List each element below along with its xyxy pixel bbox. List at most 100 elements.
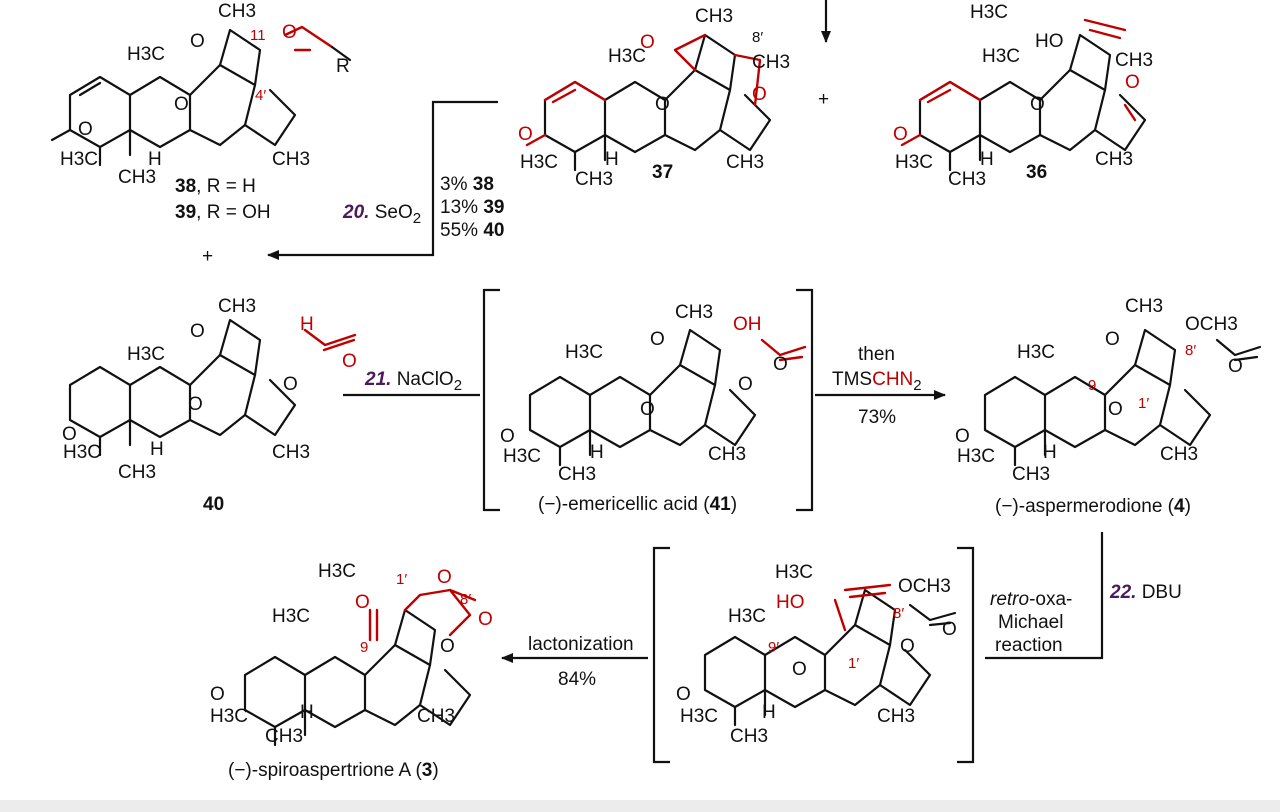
yield-73: 73% bbox=[858, 407, 896, 428]
bracket-right-41 bbox=[796, 288, 814, 512]
atom-o-enone: O bbox=[62, 424, 77, 445]
atom-h3c: H3C bbox=[60, 149, 98, 170]
atom-h-aldehyde: H bbox=[300, 314, 314, 335]
atom-ch3: CH3 bbox=[695, 6, 733, 27]
structure-38-39 bbox=[50, 25, 352, 167]
atom-h3c: H3C bbox=[957, 446, 995, 467]
atom-h: H bbox=[590, 442, 604, 463]
atom-o-enone: O bbox=[78, 119, 93, 140]
atom-o-ketone: O bbox=[738, 374, 753, 395]
label-37: 37 bbox=[652, 162, 673, 183]
locant-8prime: 8′ bbox=[460, 591, 471, 608]
atom-h: H bbox=[300, 702, 314, 723]
bracket-left-41 bbox=[482, 288, 500, 512]
atom-ho: HO bbox=[1035, 31, 1064, 52]
tmschn2-label: TMSCHN2 bbox=[832, 369, 922, 394]
plus-sign: + bbox=[818, 89, 829, 110]
atom-h3c: H3C bbox=[982, 46, 1020, 67]
atom-o-aldehyde: O bbox=[342, 351, 357, 372]
atom-o-enone-red: O bbox=[518, 124, 533, 145]
label-4: (−)-aspermerodione (4) bbox=[995, 496, 1191, 517]
atom-h: H bbox=[762, 702, 776, 723]
locant-8prime: 8′ bbox=[752, 29, 763, 46]
atom-h3c: H3C bbox=[127, 344, 165, 365]
yield-84: 84% bbox=[558, 669, 596, 690]
atom-ho-red: HO bbox=[776, 592, 805, 613]
atom-h3c: H3C bbox=[775, 562, 813, 583]
atom-o-bridge: O bbox=[188, 394, 203, 415]
atom-oh-acid: OH bbox=[733, 314, 762, 335]
atom-ch3: CH3 bbox=[1125, 296, 1163, 317]
atom-o-enone: O bbox=[955, 426, 970, 447]
structure-4 bbox=[983, 328, 1262, 467]
atom-ch3: CH3 bbox=[877, 706, 915, 727]
atom-h3c: H3C bbox=[565, 342, 603, 363]
structure-3 bbox=[243, 588, 477, 747]
atom-ch3: CH3 bbox=[948, 169, 986, 190]
atom-h3c: H3C bbox=[127, 44, 165, 65]
atom-ch3: CH3 bbox=[118, 462, 156, 483]
atom-o: O bbox=[190, 31, 205, 52]
reaction-label: reaction bbox=[995, 635, 1063, 656]
locant-9: 9 bbox=[360, 639, 368, 656]
locant-8prime: 8′ bbox=[893, 605, 904, 622]
step-20-label: 20. SeO2 bbox=[342, 202, 421, 227]
atom-o-ester: O bbox=[1228, 356, 1243, 377]
atom-o: O bbox=[650, 329, 665, 350]
locant-1prime: 1′ bbox=[396, 571, 407, 588]
atom-ch3: CH3 bbox=[265, 726, 303, 747]
atom-o-bridge: O bbox=[655, 94, 670, 115]
michael-label: Michael bbox=[998, 612, 1063, 633]
step-21-label: 21. NaClO2 bbox=[364, 369, 462, 394]
atom-h3c: H3C bbox=[728, 606, 766, 627]
atom-o-ester: O bbox=[942, 619, 957, 640]
atom-ch3: CH3 bbox=[272, 442, 310, 463]
locant-11: 11 bbox=[250, 27, 266, 44]
label-40: 40 bbox=[203, 494, 224, 515]
then-label: then bbox=[858, 344, 895, 365]
atom-o-acid: O bbox=[773, 354, 788, 375]
atom-h3c: H3C bbox=[318, 561, 356, 582]
retro-label: retro-oxa- bbox=[990, 589, 1072, 610]
atom-ch3: CH3 bbox=[1012, 464, 1050, 485]
label-39: 39, R = OH bbox=[175, 202, 271, 223]
label-41: (−)-emericellic acid (41) bbox=[538, 494, 737, 515]
atom-ch3: CH3 bbox=[726, 152, 764, 173]
atom-ch3: CH3 bbox=[675, 302, 713, 323]
atom-h3c: H3C bbox=[970, 2, 1008, 23]
atom-ch3: CH3 bbox=[1115, 50, 1153, 71]
atom-h3c: H3C bbox=[608, 46, 646, 67]
lactonization-label: lactonization bbox=[528, 634, 634, 655]
atom-ch3: CH3 bbox=[417, 706, 455, 727]
yield-39: 13% 39 bbox=[440, 197, 504, 218]
atom-o: O bbox=[190, 321, 205, 342]
atom-o-bridge: O bbox=[640, 399, 655, 420]
label-3: (−)-spiroaspertrione A (3) bbox=[228, 760, 439, 781]
atom-h3c: H3C bbox=[680, 706, 718, 727]
locant-9: 9 bbox=[1088, 377, 1096, 394]
scroll-footer-bar bbox=[0, 800, 1280, 812]
atom-h: H bbox=[605, 149, 619, 170]
atom-ch3: CH3 bbox=[218, 296, 256, 317]
atom-h3c: H3C bbox=[272, 606, 310, 627]
atom-o-ketone-red: O bbox=[355, 592, 370, 613]
bracket-left-intermediate bbox=[652, 546, 670, 764]
atom-o-enone-red: O bbox=[893, 124, 908, 145]
atom-ch3: CH3 bbox=[752, 52, 790, 73]
yield-38: 3% 38 bbox=[440, 174, 494, 195]
atom-o-enone: O bbox=[210, 684, 225, 705]
atom-o-ketone: O bbox=[283, 374, 298, 395]
atom-ch3: CH3 bbox=[118, 167, 156, 188]
atom-h: H bbox=[150, 439, 164, 460]
atom-o-enone: O bbox=[500, 426, 515, 447]
atom-ch3: CH3 bbox=[1160, 444, 1198, 465]
yield-40: 55% 40 bbox=[440, 220, 504, 241]
atom-h3c: H3C bbox=[210, 706, 248, 727]
atom-o-lactone: O bbox=[437, 567, 452, 588]
arrow-step-20 bbox=[267, 100, 498, 260]
atom-ch3: CH3 bbox=[730, 726, 768, 747]
atom-h: H bbox=[980, 149, 994, 170]
locant-1prime: 1′ bbox=[1138, 395, 1149, 412]
bracket-right-intermediate bbox=[957, 546, 975, 764]
